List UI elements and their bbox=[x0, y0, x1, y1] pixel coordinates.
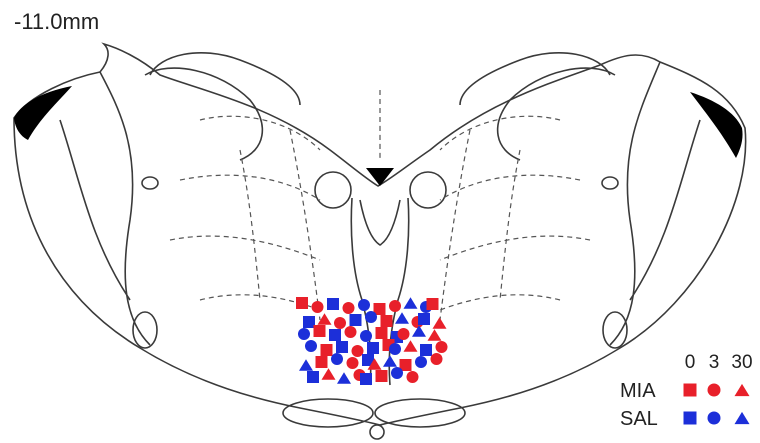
legend-marker-sal-0 bbox=[684, 412, 697, 425]
placement-marker-mia-3 bbox=[334, 317, 346, 329]
legend-marker-mia-30 bbox=[735, 384, 750, 396]
placement-marker-mia-30 bbox=[428, 329, 442, 340]
placement-marker-mia-0 bbox=[427, 298, 439, 310]
placement-marker-mia-3 bbox=[389, 300, 401, 312]
legend-dose-label: 0 bbox=[685, 352, 696, 373]
placement-marker-sal-3 bbox=[360, 330, 372, 342]
placement-marker-sal-0 bbox=[360, 373, 372, 385]
placement-marker-sal-3 bbox=[365, 311, 377, 323]
placement-marker-sal-0 bbox=[367, 342, 379, 354]
placement-marker-sal-0 bbox=[418, 313, 430, 325]
legend-marker-mia-0 bbox=[684, 384, 697, 397]
legend-marker-mia-3 bbox=[708, 384, 721, 397]
placement-marker-mia-3 bbox=[431, 353, 443, 365]
placement-marker-sal-3 bbox=[305, 340, 317, 352]
placement-marker-mia-30 bbox=[322, 368, 336, 379]
legend-group-label: MIA bbox=[620, 380, 656, 402]
placement-marker-mia-30 bbox=[433, 317, 447, 328]
legend-marker-sal-30 bbox=[735, 412, 750, 424]
placement-marker-mia-0 bbox=[321, 344, 333, 356]
placement-marker-sal-3 bbox=[298, 328, 310, 340]
placement-marker-sal-30 bbox=[383, 355, 397, 366]
placement-marker-sal-3 bbox=[415, 356, 427, 368]
placement-marker-sal-0 bbox=[327, 298, 339, 310]
legend-group-label: SAL bbox=[620, 408, 658, 430]
placement-marker-sal-0 bbox=[420, 344, 432, 356]
placement-marker-mia-3 bbox=[398, 328, 410, 340]
placement-marker-mia-3 bbox=[407, 371, 419, 383]
placement-marker-sal-0 bbox=[303, 316, 315, 328]
placement-marker-sal-30 bbox=[412, 325, 426, 336]
placement-marker-sal-0 bbox=[307, 371, 319, 383]
placement-marker-sal-0 bbox=[350, 314, 362, 326]
placement-marker-mia-3 bbox=[352, 345, 364, 357]
placement-marker-mia-3 bbox=[347, 357, 359, 369]
placement-marker-sal-30 bbox=[299, 359, 313, 370]
placement-marker-mia-0 bbox=[316, 356, 328, 368]
placement-marker-sal-3 bbox=[391, 367, 403, 379]
placement-marker-mia-30 bbox=[404, 340, 418, 351]
placement-marker-mia-0 bbox=[376, 327, 388, 339]
placement-marker-sal-30 bbox=[395, 312, 409, 323]
legend-dose-label: 3 bbox=[709, 352, 720, 373]
placement-marker-sal-0 bbox=[329, 329, 341, 341]
placement-marker-mia-3 bbox=[312, 301, 324, 313]
legend-marker-sal-3 bbox=[708, 412, 721, 425]
placement-marker-sal-30 bbox=[337, 372, 351, 383]
placement-marker-mia-0 bbox=[314, 325, 326, 337]
placement-marker-sal-3 bbox=[358, 299, 370, 311]
placement-marker-mia-3 bbox=[436, 341, 448, 353]
ventricle-black-region bbox=[366, 168, 394, 186]
placement-marker-mia-0 bbox=[381, 315, 393, 327]
placement-marker-mia-3 bbox=[343, 302, 355, 314]
placement-marker-sal-3 bbox=[389, 343, 401, 355]
legend-dose-label: 30 bbox=[731, 352, 752, 373]
placement-markers bbox=[296, 297, 448, 385]
placement-marker-mia-0 bbox=[296, 297, 308, 309]
placement-marker-mia-3 bbox=[345, 326, 357, 338]
placement-marker-sal-30 bbox=[404, 297, 418, 308]
placement-marker-sal-0 bbox=[336, 341, 348, 353]
placement-marker-sal-3 bbox=[331, 353, 343, 365]
placement-marker-mia-0 bbox=[376, 370, 388, 382]
